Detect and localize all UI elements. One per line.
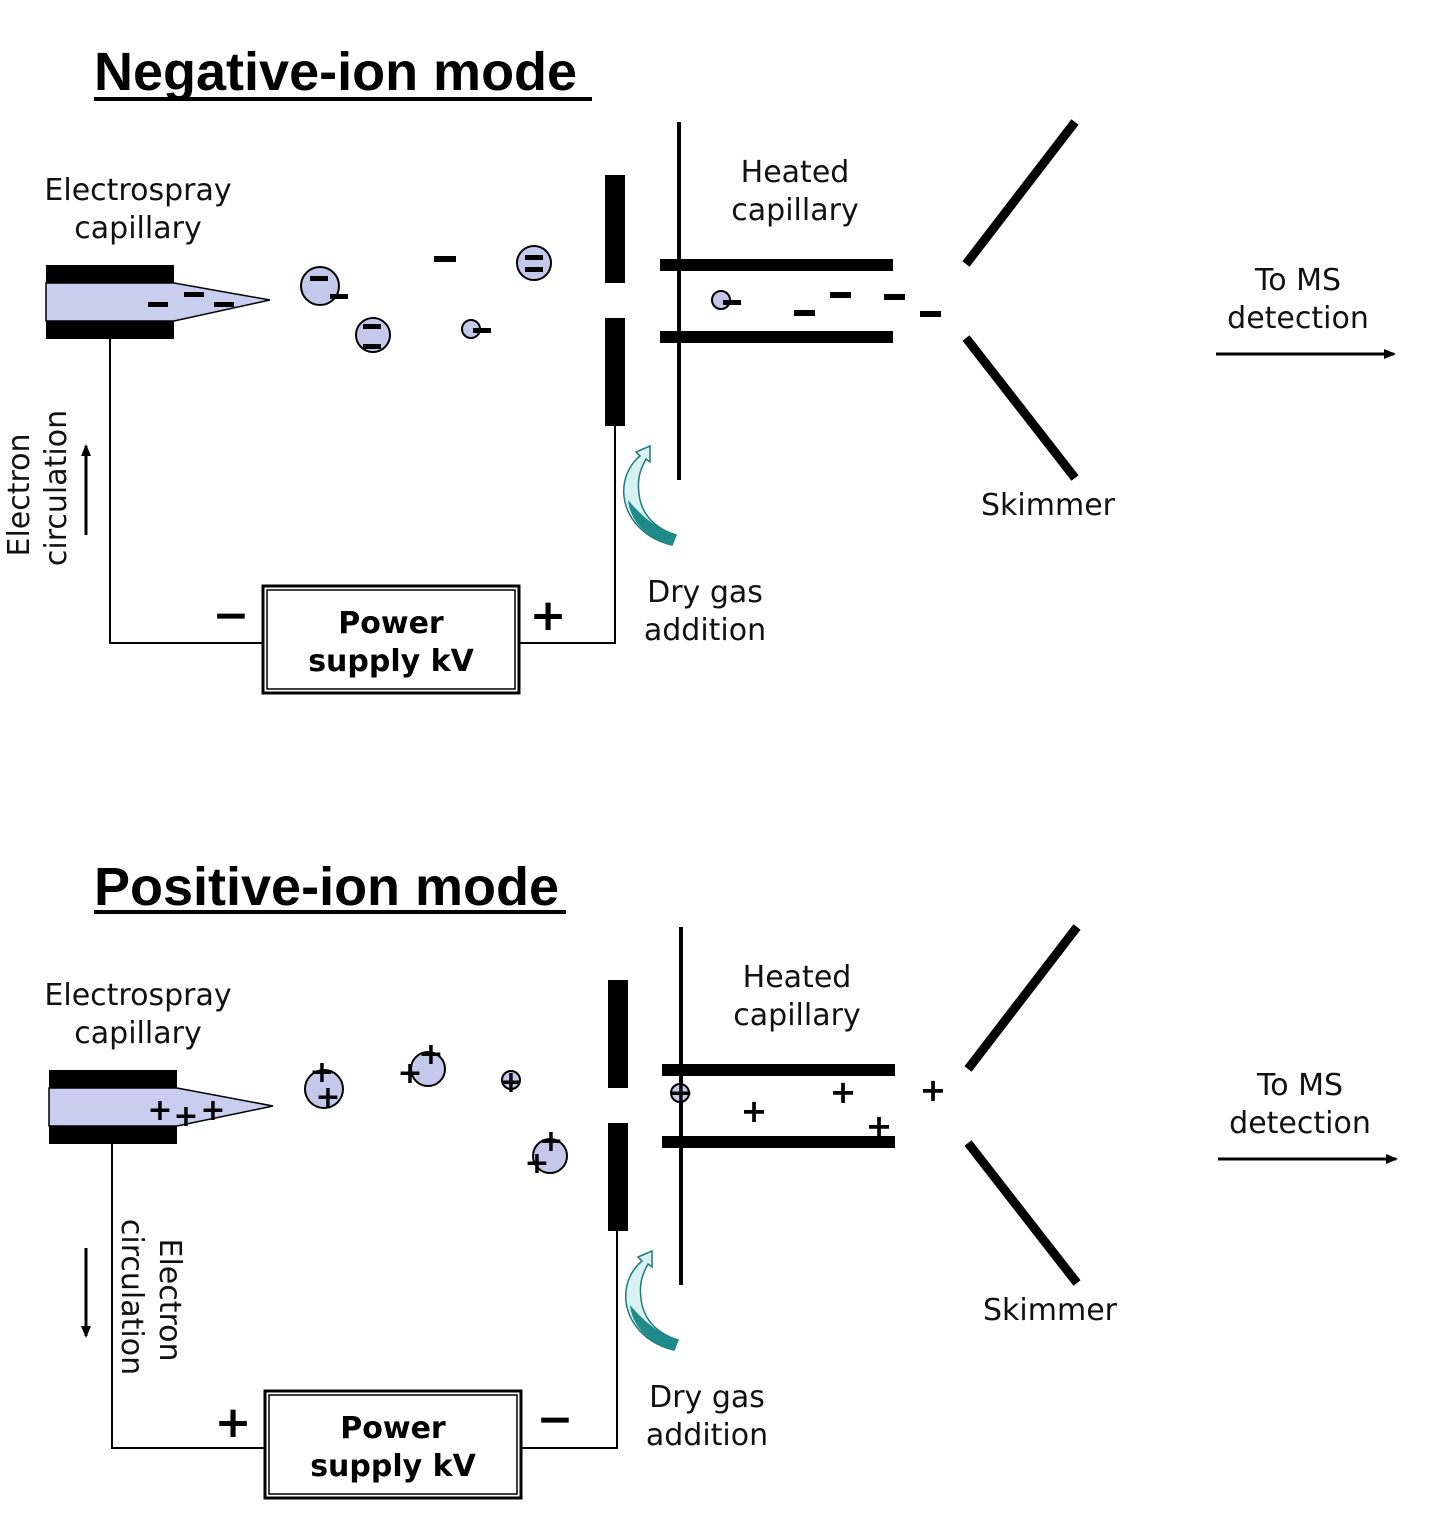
- svg-text:+: +: [538, 1124, 563, 1159]
- circulation-label-line1: Electron: [2, 433, 37, 556]
- circuit-wire-left: [109, 339, 264, 644]
- heated-label-line1: Heated: [741, 155, 850, 190]
- heated-label-line2: capillary: [733, 998, 860, 1033]
- svg-text:+: +: [668, 1076, 693, 1111]
- emitter-label-line2: capillary: [74, 1016, 201, 1051]
- svg-text:+: +: [524, 1146, 549, 1181]
- liquid-cone: [48, 1087, 274, 1127]
- supply-sign-right: −: [537, 1394, 574, 1445]
- heated-label-line2: capillary: [731, 193, 858, 228]
- svg-text:+: +: [418, 1037, 443, 1072]
- skimmer-cone: [962, 119, 1079, 481]
- charged-droplets: [300, 245, 552, 353]
- emitter-label-line1: Electrospray: [44, 173, 231, 208]
- circulation-label-line1: Electron: [152, 1238, 187, 1361]
- circulation-label: Electron circulation: [114, 1219, 187, 1375]
- counter-electrode: [608, 980, 628, 1231]
- gas-label-line1: Dry gas: [649, 1380, 765, 1415]
- dry-gas-arrow: [623, 444, 677, 546]
- gas-label-line2: addition: [646, 1418, 768, 1453]
- dry-gas-arrow: [625, 1249, 679, 1351]
- panel-title: Negative-ion mode: [94, 42, 577, 102]
- free-ion: [434, 256, 456, 262]
- droplet: [516, 245, 552, 281]
- power-supply: Power supply kV: [261, 584, 521, 695]
- ms-label-line1: To MS: [1256, 1068, 1343, 1103]
- heated-capillary-upper-wall: [662, 1064, 895, 1076]
- svg-text:+: +: [315, 1080, 340, 1115]
- gas-phase-ions: + + + + +: [668, 1071, 946, 1145]
- ms-label-line2: detection: [1229, 1106, 1371, 1141]
- circulation-label: Electron circulation: [2, 410, 74, 566]
- circuit-wire-left: [111, 1144, 266, 1449]
- skimmer-cone: [964, 924, 1081, 1286]
- circulation-label-line2: circulation: [39, 410, 74, 566]
- gas-label-line2: addition: [644, 613, 766, 648]
- circuit-wire-right: [518, 426, 616, 644]
- droplet: [300, 266, 348, 306]
- skimmer-label: Skimmer: [983, 1293, 1118, 1328]
- svg-text:+: +: [309, 1055, 334, 1090]
- supply-label-line1: Power: [338, 606, 444, 641]
- droplet: +: [498, 1065, 523, 1100]
- droplet: [355, 317, 391, 353]
- svg-text:+: +: [147, 1093, 172, 1128]
- circulation-label-line2: circulation: [114, 1219, 149, 1375]
- counter-electrode: [605, 175, 625, 426]
- supply-label-line2: supply kV: [308, 644, 474, 679]
- supply-label-line2: supply kV: [310, 1449, 476, 1484]
- emitter-label-line2: capillary: [74, 211, 201, 246]
- supply-sign-left: −: [213, 590, 250, 641]
- heated-capillary-lower-wall: [662, 1136, 895, 1148]
- supply-label-line1: Power: [340, 1411, 446, 1446]
- emitter-label-line1: Electrospray: [44, 978, 231, 1013]
- svg-text:+: +: [498, 1065, 523, 1100]
- droplet: ++: [397, 1037, 446, 1091]
- heated-label-line1: Heated: [743, 960, 852, 995]
- supply-sign-right: +: [530, 590, 567, 641]
- positive-ion-panel: Positive-ion mode Electrospray capillary…: [44, 857, 1398, 1500]
- heated-capillary-lower-wall: [660, 331, 893, 343]
- droplet: ++: [524, 1124, 568, 1181]
- circuit-wire-right: [520, 1231, 618, 1449]
- droplet: ++: [304, 1055, 344, 1115]
- droplet: [461, 319, 491, 339]
- negative-ion-panel: Negative-ion mode Electrospray capillary: [2, 42, 1396, 695]
- taylor-cone-charges: + + +: [147, 1093, 225, 1134]
- charged-droplets: ++ ++ + ++: [304, 1037, 568, 1181]
- svg-text:+: +: [830, 1073, 857, 1111]
- svg-text:+: +: [200, 1093, 225, 1128]
- svg-text:+: +: [920, 1071, 947, 1109]
- svg-text:+: +: [741, 1092, 768, 1130]
- electrospray-capillary: [48, 1070, 274, 1144]
- skimmer-label: Skimmer: [981, 488, 1116, 523]
- panel-title: Positive-ion mode: [94, 857, 559, 917]
- svg-text:+: +: [397, 1056, 422, 1091]
- power-supply: Power supply kV: [263, 1389, 523, 1500]
- ms-label-line2: detection: [1227, 301, 1369, 336]
- gas-label-line1: Dry gas: [647, 575, 763, 610]
- gas-phase-ions: [711, 290, 941, 317]
- svg-text:+: +: [173, 1099, 198, 1134]
- supply-sign-left: +: [215, 1397, 252, 1448]
- heated-capillary-upper-wall: [660, 259, 893, 271]
- ms-label-line1: To MS: [1254, 263, 1341, 298]
- svg-text:+: +: [866, 1107, 893, 1145]
- taylor-cone-charges: [148, 292, 234, 307]
